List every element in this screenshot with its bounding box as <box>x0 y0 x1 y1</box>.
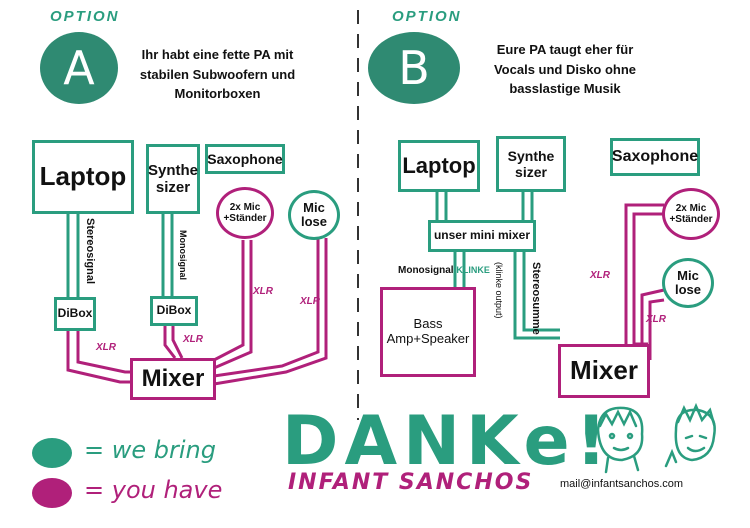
legend-you-have: = you have <box>84 476 223 504</box>
b-mic-loose-circle: Mic lose <box>662 258 714 308</box>
a-dibox-1: DiBox <box>54 297 96 331</box>
legend-we-bring: = we bring <box>84 436 216 464</box>
b-klinke-output-label: (klinke output) <box>494 262 504 319</box>
b-mic-stand-circle: 2x Mic +Ständer <box>662 188 720 240</box>
b-mixer-box: Mixer <box>558 344 650 398</box>
b-laptop-box: Laptop <box>398 140 480 192</box>
a-mic-mixer-line <box>213 240 245 362</box>
b-laptop-label: Laptop <box>402 153 476 179</box>
a-mic-loose-label: Mic lose <box>300 199 327 229</box>
band-doodle-icon <box>596 402 716 474</box>
b-minimixer-mixer-line <box>513 252 560 340</box>
b-klinke-text: KLINKE <box>456 265 490 275</box>
b-saxophone-box: Saxophone <box>610 138 700 176</box>
danke-heading: DANKe! <box>282 402 613 481</box>
a-saxophone-box: Saxophone <box>205 144 285 174</box>
option-a-letter: A <box>63 41 95 95</box>
a-mono-label: Monosignal <box>178 230 188 280</box>
b-mic-stand-label: 2x Mic +Ständer <box>669 203 713 225</box>
b-synth-label: Synthe sizer <box>507 147 555 180</box>
a-dibox-2: DiBox <box>150 296 198 326</box>
a-mic-stand-circle: 2x Mic +Ständer <box>216 187 274 239</box>
option-a-badge: A <box>40 32 118 104</box>
contact-email: mail@infantsanchos.com <box>560 478 684 490</box>
option-a-description: Ihr habt eine fette PA mit stabilen Subw… <box>139 47 296 101</box>
a-xlr-label-2: XLR <box>183 334 203 345</box>
a-laptop-box: Laptop <box>32 140 134 214</box>
b-mono-text: Monosignal <box>398 265 454 276</box>
a-dibox2-mixer-line <box>163 326 177 359</box>
b-stereosumme-label: Stereosumme <box>530 262 542 335</box>
a-dibox-1-label: DiBox <box>57 306 93 321</box>
option-b-tag: OPTION <box>392 8 462 25</box>
b-xlr-label-2: XLR <box>646 314 666 325</box>
b-xlr-label-1: XLR <box>590 270 610 281</box>
a-micloose-mixer-line <box>213 238 320 378</box>
a-synth-label: Synthe sizer <box>148 161 199 196</box>
option-a-tag: OPTION <box>50 8 120 25</box>
band-name: INFANT SANCHOS <box>288 470 534 495</box>
a-xlr-label-1: XLR <box>96 342 116 353</box>
option-b-badge: B <box>368 32 460 104</box>
a-stereo-label: Stereosignal <box>84 218 96 285</box>
b-mic-loose-label: Mic lose <box>674 267 701 297</box>
a-dibox-mixer-line <box>66 330 132 384</box>
b-mono-label: Monosignal KLINKE <box>398 265 490 276</box>
a-mic-loose-circle: Mic lose <box>288 190 340 240</box>
option-b-description: Eure PA taugt eher für Vocals und Disko … <box>493 42 637 96</box>
b-bass-amp-box: Bass Amp+Speaker <box>380 287 476 377</box>
a-mic-stand-label: 2x Mic +Ständer <box>223 202 267 224</box>
a-xlr-label-4: XLR <box>300 296 320 307</box>
a-laptop-label: Laptop <box>39 161 127 192</box>
b-synth-box: Synthe sizer <box>496 136 566 192</box>
b-mic-mixer-line <box>624 203 664 354</box>
legend-magenta-dot <box>32 478 72 508</box>
legend-teal-dot <box>32 438 72 468</box>
option-b-letter: B <box>398 41 430 95</box>
b-mini-mixer-box: unser mini mixer <box>428 220 536 252</box>
a-mixer-box: Mixer <box>130 358 216 400</box>
a-mixer-label: Mixer <box>141 365 205 393</box>
b-mixer-label: Mixer <box>570 355 638 386</box>
a-dibox-2-label: DiBox <box>156 303 192 318</box>
a-synth-box: Synthe sizer <box>146 144 200 214</box>
b-bass-amp-label: Bass Amp+Speaker <box>386 316 470 346</box>
b-saxophone-label: Saxophone <box>611 147 699 165</box>
a-saxophone-label: Saxophone <box>207 150 283 167</box>
a-xlr-label-3: XLR <box>253 286 273 297</box>
b-mini-mixer-label: unser mini mixer <box>433 228 531 243</box>
